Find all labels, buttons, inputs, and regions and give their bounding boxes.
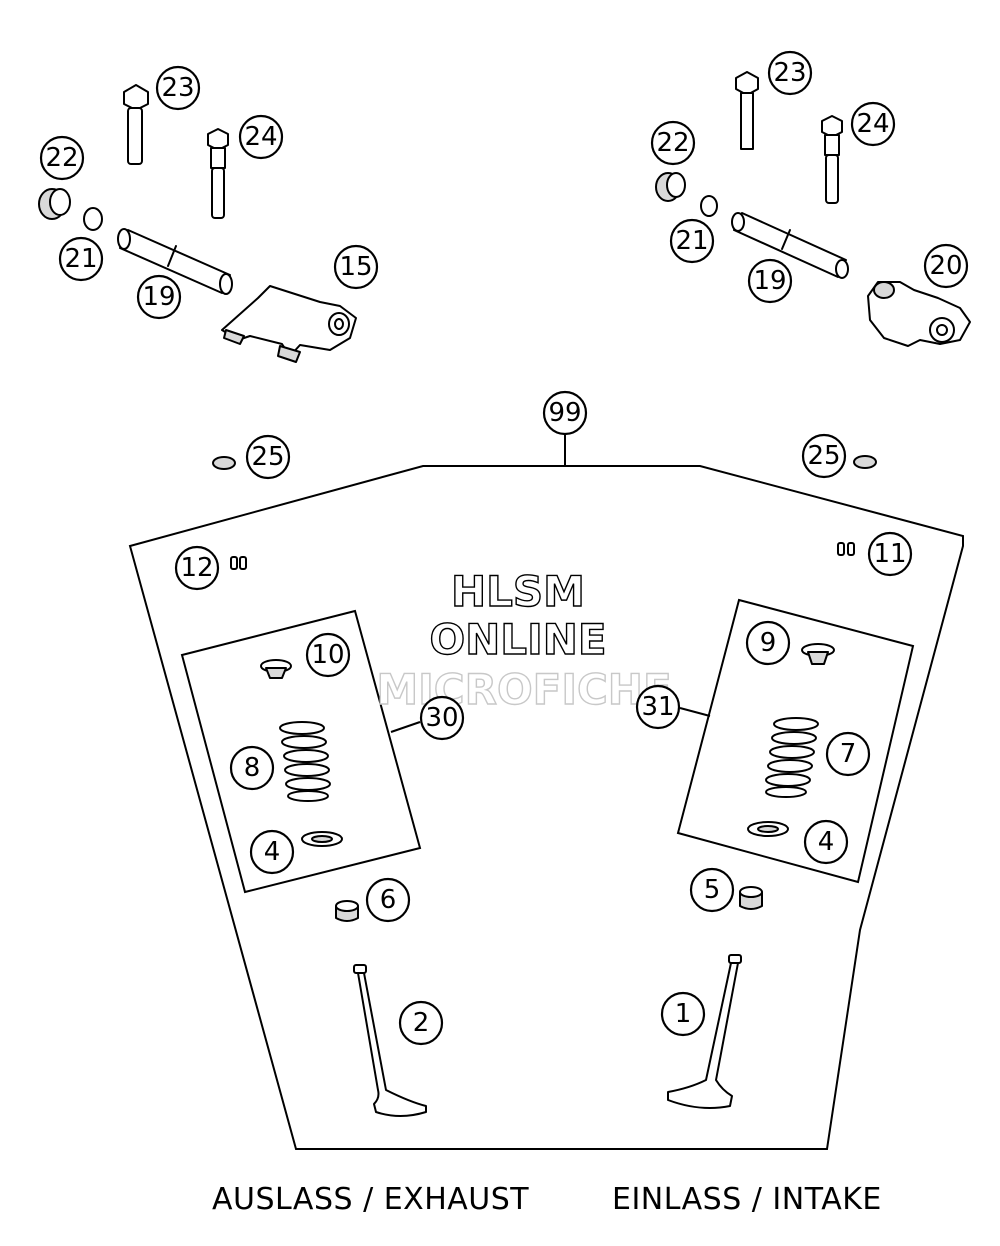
valve-spring-7	[765, 717, 819, 798]
rocker-arm-15	[221, 285, 357, 363]
callout-21-left: 21	[58, 236, 104, 282]
callout-19-left: 19	[136, 274, 182, 320]
pad-25-right	[853, 455, 877, 469]
svg-text:4: 4	[818, 827, 835, 857]
bolt-24-right	[821, 115, 843, 204]
svg-text:30: 30	[425, 703, 458, 733]
svg-text:21: 21	[675, 226, 708, 256]
shaft-19-left	[117, 228, 233, 295]
oring-21-left	[83, 207, 103, 231]
bolt-24-left	[207, 128, 229, 219]
callout-22-right: 22	[650, 120, 696, 166]
callout-4-left: 4	[249, 829, 295, 875]
svg-text:10: 10	[311, 640, 344, 670]
callout-15: 15	[333, 244, 379, 290]
keepers-12	[230, 556, 247, 570]
kit-frame-30	[180, 609, 422, 894]
kit-frame-31	[676, 598, 915, 884]
callout-7: 7	[825, 731, 871, 777]
watermark: HLSM ONLINE MICROFICHE	[376, 566, 673, 714]
callout-5: 5	[689, 867, 735, 913]
plug-22-left	[38, 188, 71, 220]
bolt-23-right	[735, 71, 759, 150]
exhaust-valve-2	[353, 964, 427, 1117]
watermark-line-3: MICROFICHE	[376, 665, 671, 714]
callout-6: 6	[365, 877, 411, 923]
spring-seat-4-right	[747, 821, 789, 837]
callout-24-right: 24	[850, 101, 896, 147]
svg-text:20: 20	[929, 251, 962, 281]
callout-24-left: 24	[238, 114, 284, 160]
retainer-9	[801, 643, 835, 665]
callout-19-right: 19	[747, 258, 793, 304]
svg-text:21: 21	[64, 244, 97, 274]
svg-text:4: 4	[264, 837, 281, 867]
svg-text:24: 24	[856, 109, 889, 139]
callout-99: 99	[542, 390, 588, 436]
exhaust-label: AUSLASS / EXHAUST	[212, 1182, 530, 1217]
callout-25-left: 25	[245, 434, 291, 480]
callout-22-left: 22	[39, 135, 85, 181]
callout-25-right: 25	[801, 433, 847, 479]
svg-text:24: 24	[244, 122, 277, 152]
svg-text:19: 19	[753, 266, 786, 296]
callout-4-right: 4	[803, 819, 849, 865]
callout-1: 1	[660, 991, 706, 1037]
kit-frame-99	[128, 433, 964, 1150]
plug-22-right	[655, 172, 686, 202]
spring-seat-4-left	[301, 831, 343, 847]
svg-text:15: 15	[339, 252, 372, 282]
callout-9: 9	[745, 620, 791, 666]
svg-text:22: 22	[45, 143, 78, 173]
svg-text:31: 31	[641, 692, 674, 722]
callout-20: 20	[923, 243, 969, 289]
stem-seal-6	[335, 900, 359, 922]
valve-spring-8	[279, 721, 331, 802]
intake-label: EINLASS / INTAKE	[612, 1182, 882, 1217]
watermark-line-1: HLSM	[451, 567, 585, 616]
svg-text:19: 19	[142, 282, 175, 312]
callout-23-left: 23	[155, 65, 201, 111]
svg-text:7: 7	[840, 739, 857, 769]
svg-text:6: 6	[380, 885, 397, 915]
keepers-11	[837, 542, 855, 556]
callout-2: 2	[398, 1000, 444, 1046]
pad-25-left	[212, 456, 236, 470]
shaft-19-right	[731, 212, 849, 279]
bolt-23-left	[123, 84, 149, 165]
callout-21-right: 21	[669, 218, 715, 264]
svg-text:9: 9	[760, 628, 777, 658]
retainer-10	[260, 659, 292, 679]
callout-31: 31	[635, 684, 681, 730]
svg-text:23: 23	[161, 73, 194, 103]
callout-8: 8	[229, 745, 275, 791]
callout-12: 12	[174, 545, 220, 591]
stem-seal-5	[739, 886, 763, 910]
callout-11: 11	[867, 531, 913, 577]
svg-text:8: 8	[244, 753, 261, 783]
svg-text:22: 22	[656, 128, 689, 158]
callout-23-right: 23	[767, 50, 813, 96]
svg-text:25: 25	[807, 441, 840, 471]
svg-text:11: 11	[873, 539, 906, 569]
callout-30: 30	[419, 695, 465, 741]
svg-text:25: 25	[251, 442, 284, 472]
svg-text:23: 23	[773, 58, 806, 88]
watermark-line-2: ONLINE	[429, 615, 606, 664]
callout-10: 10	[305, 632, 351, 678]
svg-text:99: 99	[548, 398, 581, 428]
oring-21-right	[700, 195, 718, 217]
svg-text:2: 2	[413, 1008, 430, 1038]
svg-text:1: 1	[675, 999, 692, 1029]
svg-text:12: 12	[180, 553, 213, 583]
intake-valve-1	[667, 954, 742, 1109]
rocker-arm-20	[867, 281, 971, 347]
svg-text:5: 5	[704, 875, 721, 905]
